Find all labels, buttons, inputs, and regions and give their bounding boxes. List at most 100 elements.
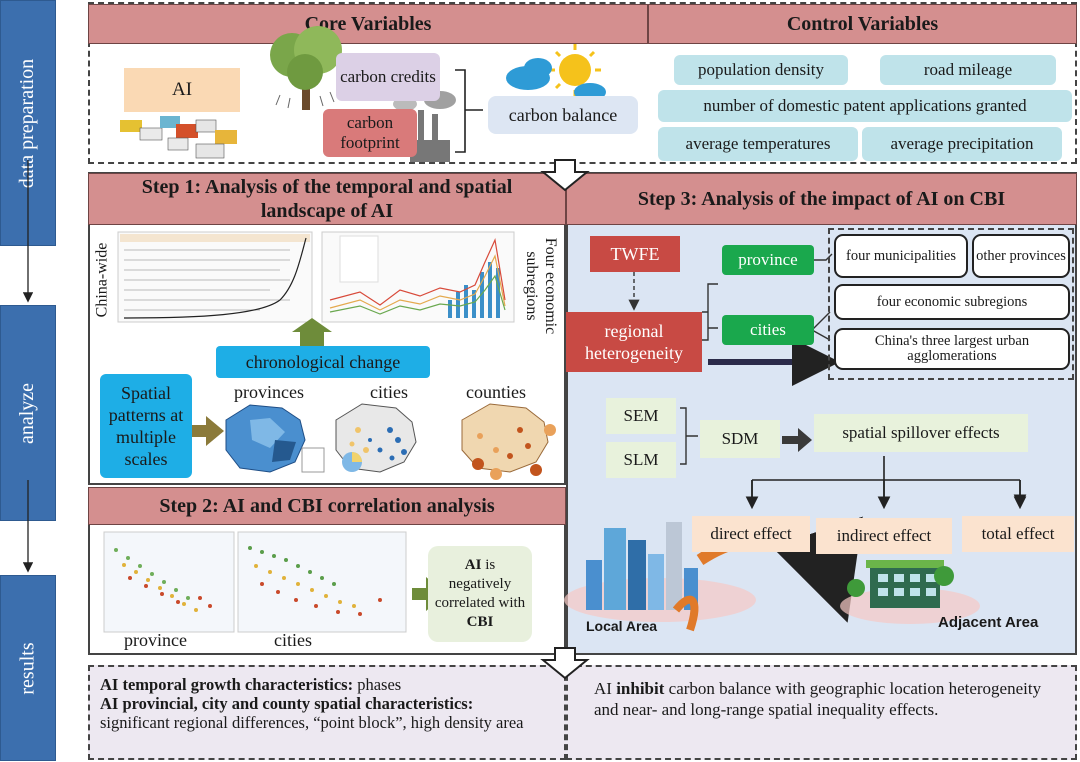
carbon-credits-label: carbon credits: [340, 67, 436, 86]
results-right-pre: AI: [594, 679, 617, 698]
core-variables-title: Core Variables: [304, 12, 432, 35]
carbon-balance-label: carbon balance: [508, 104, 618, 125]
down-arrow-top-icon: [540, 159, 590, 192]
patents-label: number of domestic patent applications g…: [703, 96, 1027, 115]
adjacent-building-icon: [840, 560, 980, 624]
step3-title: Step 3: Analysis of the impact of AI on …: [637, 187, 1006, 210]
houses-icon: [120, 116, 237, 159]
step3-header: Step 3: Analysis of the impact of AI on …: [566, 173, 1077, 225]
counties-label: counties: [466, 382, 526, 402]
temporal-line: AI temporal growth characteristics: phas…: [100, 675, 560, 694]
step1-title: Step 1: Analysis of the temporal and spa…: [141, 176, 513, 222]
cities-box-step3: cities: [722, 315, 814, 345]
temperatures-label: average temperatures: [685, 134, 831, 153]
carbon-balance-box: carbon balance: [488, 96, 638, 134]
spatial-detail: significant regional differences, “point…: [100, 713, 524, 732]
patents-box: number of domestic patent applications g…: [658, 90, 1072, 122]
data-preparation-panel: [88, 2, 1077, 164]
results-right-panel: [566, 665, 1077, 760]
results-right-post: carbon balance with geographic location …: [594, 679, 1042, 719]
other-provinces-box: other provinces: [972, 234, 1070, 278]
adjacent-area-label: Adjacent Area: [938, 614, 1039, 631]
cities-scatter-thumb: [237, 531, 407, 633]
correlation-result-box: AI is negatively correlated with CBI: [428, 546, 532, 642]
twfe-box: TWFE: [590, 236, 680, 272]
road-mileage-label: road mileage: [923, 60, 1013, 79]
ai-variable-box: AI: [124, 68, 240, 112]
temporal-text: phases: [353, 675, 402, 694]
regional-heterogeneity-box: regional heterogeneity: [566, 312, 702, 372]
china-wide-chart-thumb: [117, 231, 313, 323]
ai-bold: AI: [464, 557, 482, 573]
cities-map-thumb: [335, 403, 417, 473]
indirect-effect-label: indirect effect: [836, 526, 932, 545]
precipitation-box: average precipitation: [862, 127, 1062, 161]
four-municipalities-box: four municipalities: [834, 234, 968, 278]
carbon-footprint-box: carbon footprint: [323, 109, 417, 157]
regional-heterogeneity-label: regional heterogeneity: [585, 321, 683, 363]
control-variables-title: Control Variables: [786, 12, 939, 35]
twfe-label: TWFE: [610, 243, 660, 264]
urban-agglomerations-box: China's three largest urban agglomeratio…: [834, 328, 1070, 370]
step2-header: Step 2: AI and CBI correlation analysis: [88, 487, 566, 525]
results-right-text: AI inhibit carbon balance with geographi…: [594, 678, 1054, 720]
counties-map-thumb: [461, 403, 556, 480]
population-density-label: population density: [697, 60, 825, 79]
province-box-step3: province: [722, 245, 814, 275]
population-density-box: population density: [674, 55, 848, 85]
spatial-bold: AI provincial, city and county spatial c…: [100, 694, 474, 713]
tree-icon: [270, 26, 342, 110]
total-effect-label: total effect: [981, 524, 1055, 543]
provinces-label: provinces: [234, 382, 304, 402]
province-label-step2: province: [124, 630, 187, 650]
spillover-label: spatial spillover effects: [842, 423, 1000, 442]
carbon-credits-box: carbon credits: [336, 53, 440, 101]
carbon-footprint-label: carbon footprint: [340, 113, 400, 152]
cities-label-step2: cities: [274, 630, 312, 650]
direct-effect-label: direct effect: [710, 524, 792, 543]
four-subregions-label: four economic subregions: [876, 293, 1028, 310]
cities-label-step1: cities: [370, 382, 408, 402]
sidebar-results: results: [0, 575, 56, 761]
cbi-bold: CBI: [466, 614, 494, 630]
control-variables-header: Control Variables: [648, 4, 1077, 44]
provinces-map-thumb: [225, 404, 325, 473]
four-municipalities-label: four municipalities: [846, 247, 956, 264]
temporal-bold: AI temporal growth characteristics:: [100, 675, 354, 694]
sun-cloud-icon: [506, 44, 606, 101]
spatial-line: AI provincial, city and county spatial c…: [100, 694, 560, 713]
results-right-bold: inhibit: [616, 679, 665, 698]
temperatures-box: average temperatures: [658, 127, 858, 161]
sdm-label: SDM: [721, 429, 759, 448]
right-arrow-step1-icon: [192, 416, 224, 446]
up-arrow-icon: [292, 318, 332, 346]
province-scatter-thumb: [103, 531, 235, 633]
urban-agglomerations-label: China's three largest urban agglomeratio…: [874, 333, 1030, 364]
down-arrow-bottom-icon: [540, 647, 590, 680]
four-subregions-box: four economic subregions: [834, 284, 1070, 320]
sem-box: SEM: [606, 398, 676, 434]
total-effect-box: total effect: [962, 516, 1074, 552]
sem-label: SEM: [623, 406, 659, 425]
cities-label-step3: cities: [750, 320, 786, 339]
slm-label: SLM: [623, 450, 659, 469]
chronological-change-label: chronological change: [245, 351, 401, 372]
heterogeneity-groups-panel: [828, 228, 1074, 380]
step1-header: Step 1: Analysis of the temporal and spa…: [88, 173, 566, 225]
other-provinces-label: other provinces: [976, 247, 1066, 264]
negatively-correlated-text: is negatively correlated with: [434, 557, 526, 611]
step2-title: Step 2: AI and CBI correlation analysis: [159, 494, 495, 517]
spillover-box: spatial spillover effects: [814, 414, 1028, 452]
sdm-box: SDM: [700, 420, 780, 458]
results-left-text: AI temporal growth characteristics: phas…: [100, 675, 560, 732]
local-area-label: Local Area: [586, 618, 658, 634]
local-city-icon: [564, 522, 756, 622]
subregions-label-wrap: Four economic subregions: [516, 230, 560, 342]
subregion-chart-thumb: [321, 231, 515, 323]
china-wide-label-wrap: China-wide: [90, 230, 114, 330]
core-variables-header: Core Variables: [88, 4, 648, 44]
spatial-patterns-label: Spatial patterns at multiple scales: [108, 383, 184, 469]
ai-label: AI: [171, 79, 193, 100]
results-left-panel: [88, 665, 566, 760]
